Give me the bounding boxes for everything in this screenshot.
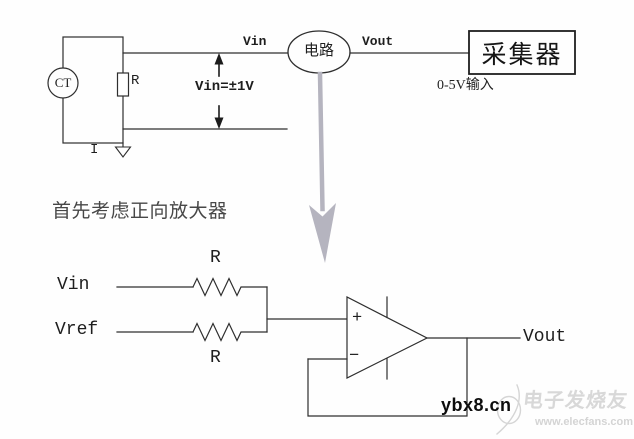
amp-vref-label: Vref [55, 320, 99, 340]
shunt-resistor-label: R [131, 73, 140, 89]
ground-symbol [114, 142, 132, 158]
amp-vout-label: Vout [523, 327, 567, 347]
ct-label: CT [54, 75, 72, 90]
circuit-block-label: 电路 [303, 43, 334, 59]
vin-range-label: Vin=±1V [195, 79, 254, 95]
feedback-wire [307, 337, 468, 417]
collector-box-label: 采集器 [481, 41, 563, 69]
current-label: I [90, 142, 99, 158]
watermark-brand: 电子发烧友 [521, 390, 630, 412]
watermark-url: www.elecfans.com [535, 416, 634, 428]
elecfans-logo-icon [496, 384, 522, 435]
flow-arrow [309, 71, 336, 263]
amp-r-top-label: R [210, 248, 221, 268]
opamp-plus-sign: + [352, 309, 363, 328]
down-arrow [214, 105, 224, 129]
watermark-site: ybx8.cn [441, 395, 512, 415]
ct-source-circle [47, 67, 79, 99]
shunt-resistor-box [116, 72, 130, 97]
vout-label-top: Vout [362, 34, 394, 49]
caption-text: 首先考虑正向放大器 [52, 201, 228, 222]
collector-box [468, 30, 576, 75]
amp-r-bottom-label: R [210, 348, 221, 368]
resistor-bottom-zigzag [192, 322, 268, 342]
vin-label-top: Vin [243, 34, 267, 49]
opamp-minus-sign: − [349, 347, 360, 366]
resistor-top-zigzag [192, 277, 268, 297]
up-arrow [214, 53, 224, 77]
collector-input-label: 0-5V输入 [437, 78, 494, 93]
amp-vin-label: Vin [57, 275, 90, 295]
